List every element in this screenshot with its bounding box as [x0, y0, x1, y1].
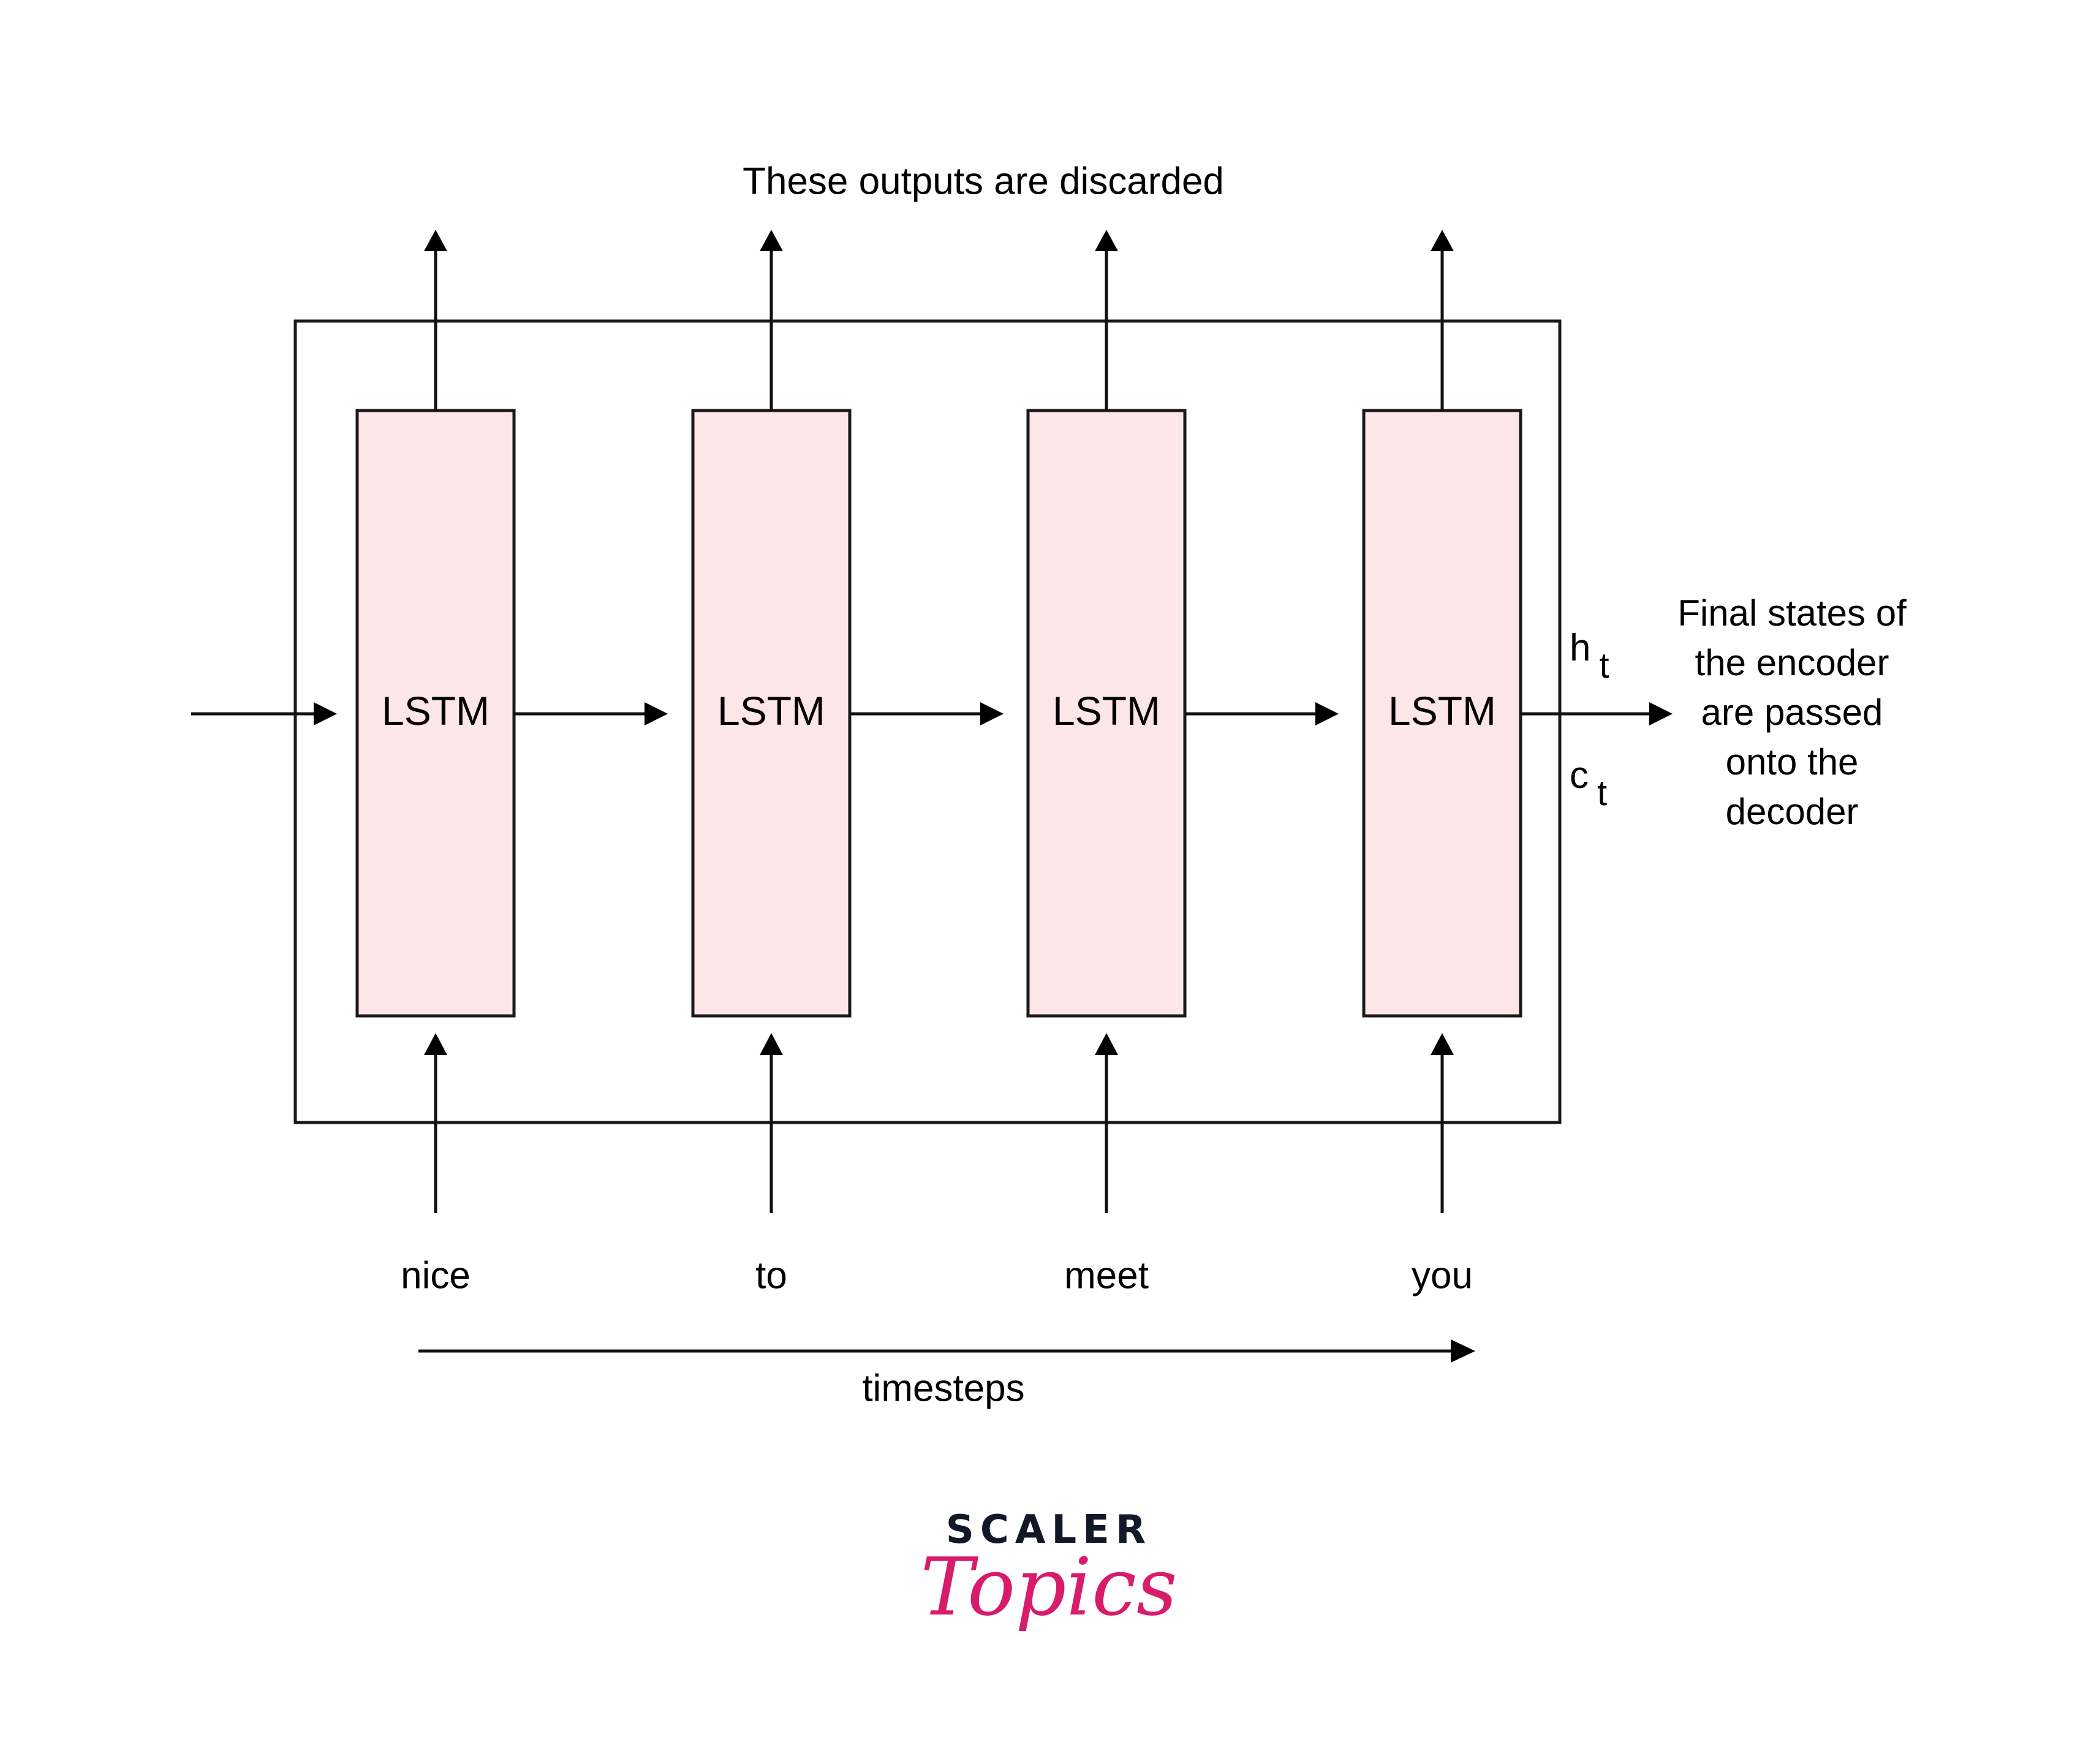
input-word-nice: nice: [401, 1254, 471, 1297]
input-arrows: [424, 1033, 1454, 1213]
logo-topics-text: Topics: [920, 1540, 1178, 1633]
recurrent-arrows: [191, 702, 1673, 725]
timesteps-arrow: [418, 1339, 1475, 1363]
lstm-cell-4: [1362, 409, 1522, 1018]
lstm-label-4: LSTM: [1388, 688, 1497, 733]
lstm-label-2: LSTM: [717, 688, 826, 733]
input-word-to: to: [755, 1254, 787, 1297]
lstm-label-1: LSTM: [381, 688, 490, 733]
hidden-state-symbol: h: [1570, 627, 1591, 669]
scaler-topics-logo: SCALER Topics: [920, 1507, 1177, 1633]
lstm-label-3: LSTM: [1052, 688, 1161, 733]
cell-state-symbol: c: [1570, 754, 1589, 797]
output-arrows: [424, 230, 1454, 411]
outputs-discarded-label: These outputs are discarded: [743, 160, 1224, 203]
input-word-meet: meet: [1064, 1254, 1149, 1297]
timesteps-label: timesteps: [862, 1367, 1025, 1410]
input-word-you: you: [1412, 1254, 1473, 1297]
hidden-state-subscript: t: [1599, 646, 1609, 686]
cell-state-subscript: t: [1597, 773, 1608, 813]
encoder-frame: [293, 319, 1562, 1124]
final-states-note: Final states of the encoder are passed o…: [1677, 592, 1907, 832]
lstm-cell-2: [691, 409, 852, 1018]
logo-scaler-text: SCALER: [945, 1507, 1152, 1553]
